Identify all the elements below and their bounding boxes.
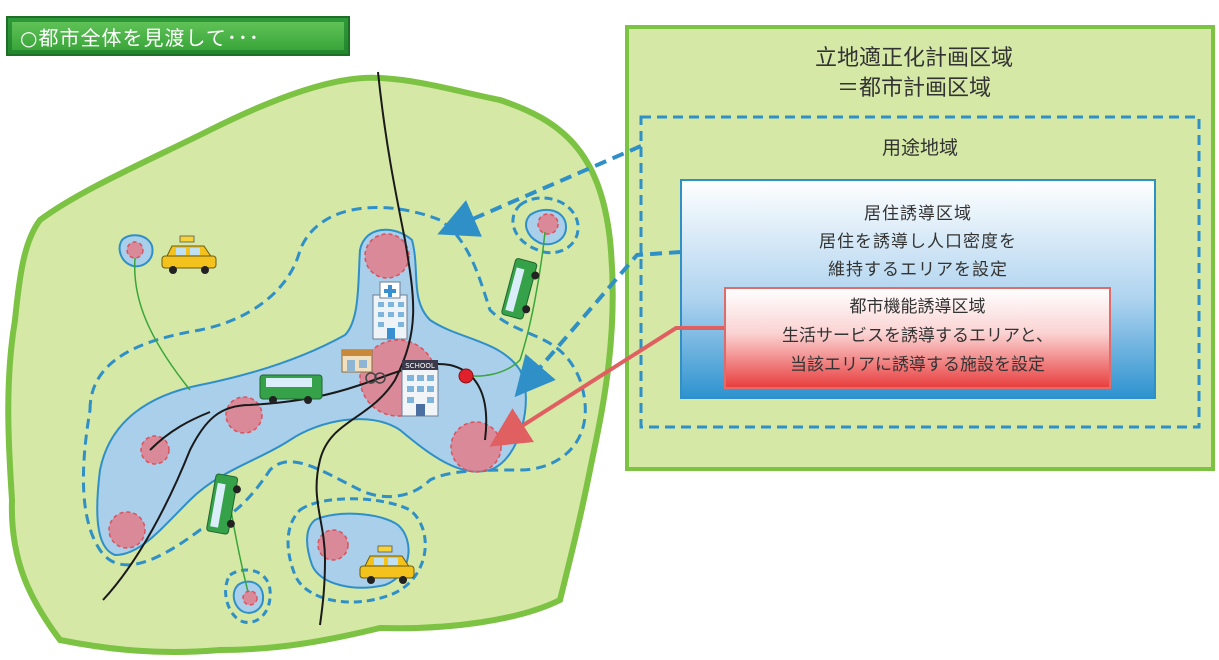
- planning-area-title-line2: ＝都市計画区域: [836, 76, 991, 101]
- core-southwest: [108, 511, 146, 549]
- planning-area-title-line1: 立地適正化計画区域: [814, 46, 1013, 71]
- use-district-label: 用途地域: [881, 137, 958, 159]
- rail-line-west-branch: [149, 411, 211, 451]
- bus-icon-ne: [501, 258, 540, 320]
- core-far-west: [140, 435, 170, 465]
- core-ne: [537, 213, 559, 235]
- section-banner-text: ○都市全体を見渡して･･･: [12, 22, 344, 50]
- bus-route-ne: [464, 231, 546, 377]
- use-district-boundary-sw: [224, 568, 272, 624]
- urban-function-zone-text: 都市機能誘導区域 生活サービスを誘導するエリアと、 当該エリアに誘導する施設を設…: [724, 293, 1111, 380]
- hospital-icon: [372, 281, 408, 340]
- shop-icon: [341, 349, 386, 384]
- urban-function-zone-title: 都市機能誘導区域: [849, 297, 986, 317]
- arrow-use-district: [437, 144, 642, 237]
- taxi-icon-south: [359, 545, 415, 584]
- school-icon: SCHOOL: [401, 360, 439, 417]
- bus-route-nw: [133, 257, 191, 391]
- residential-zone-title: 居住誘導区域: [864, 204, 972, 224]
- taxi-icon-nw: [161, 235, 217, 274]
- core-north: [364, 233, 410, 279]
- core-west: [225, 396, 263, 434]
- urban-function-zone-desc1: 生活サービスを誘導するエリアと、: [782, 326, 1053, 346]
- school-sign: SCHOOL: [405, 362, 435, 370]
- residential-zone-desc1: 居住を誘導し人口密度を: [819, 232, 1017, 252]
- use-district-box: [639, 115, 1201, 429]
- urban-function-zone-desc2: 当該エリアに誘導する施設を設定: [790, 355, 1045, 375]
- use-district-boundary-ne: [511, 196, 580, 255]
- residential-zone-text: 居住誘導区域 居住を誘導し人口密度を 維持するエリアを設定: [684, 200, 1152, 284]
- core-east: [450, 421, 502, 473]
- arrow-urban-function: [489, 326, 724, 447]
- section-banner: ○都市全体を見渡して･･･: [6, 16, 350, 56]
- urban-function-zone-box: [724, 287, 1111, 389]
- bus-icon-center: [259, 374, 323, 404]
- station-dot: [458, 368, 474, 384]
- residential-zone-desc2: 維持するエリアを設定: [828, 260, 1008, 280]
- use-district-boundary-main: [81, 206, 587, 567]
- bus-icon-sw: [206, 473, 241, 535]
- arrow-residential: [514, 250, 682, 398]
- rail-line-east-west: [102, 363, 488, 601]
- core-nw: [126, 241, 144, 259]
- core-sw: [242, 590, 258, 606]
- use-district-boundary-south: [286, 497, 427, 604]
- rail-line-north-south: [315, 71, 415, 626]
